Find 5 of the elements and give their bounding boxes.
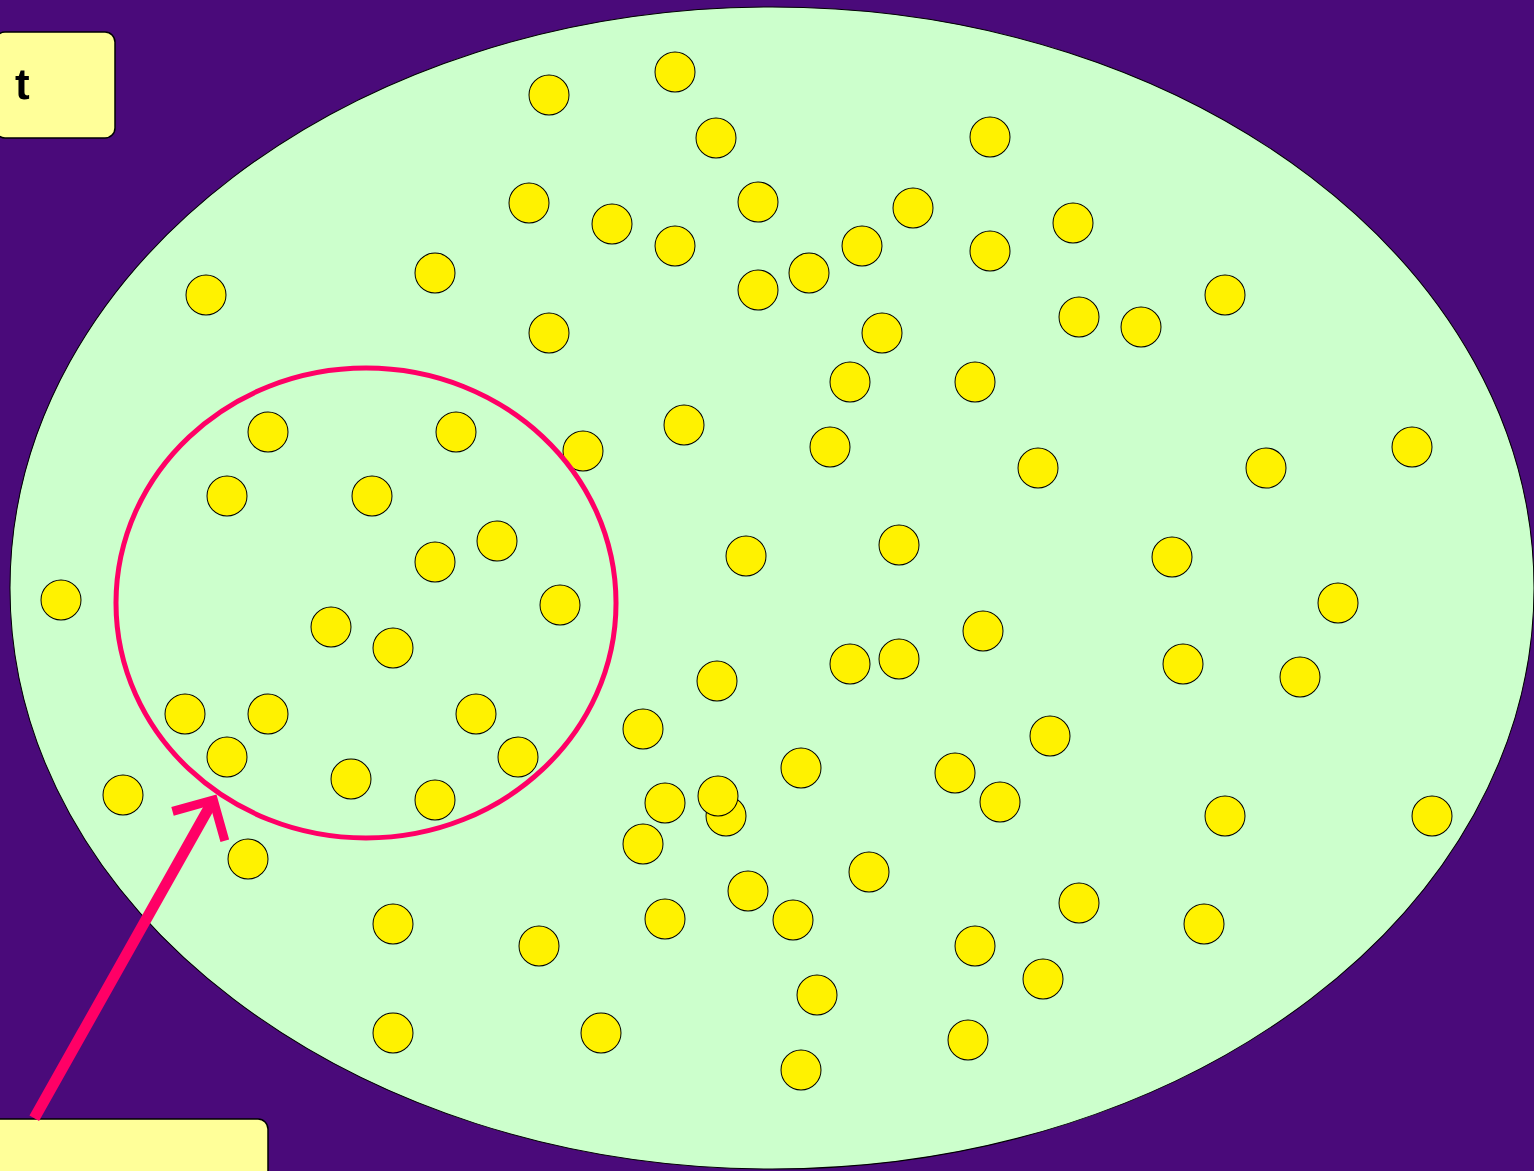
sample-circle — [113, 365, 619, 841]
arrow — [29, 794, 230, 1121]
text-box: t — [0, 31, 116, 139]
label-box — [0, 1118, 269, 1171]
population-ellipse — [9, 6, 1534, 1170]
